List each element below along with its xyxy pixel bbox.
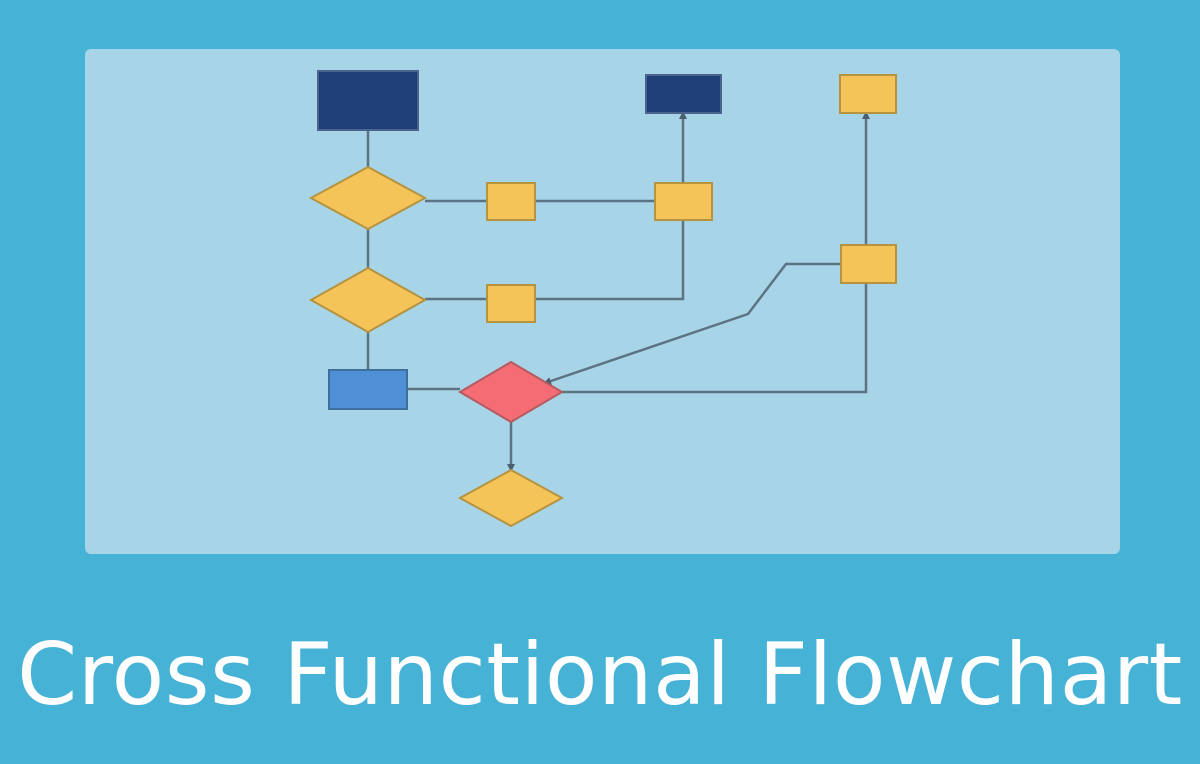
page-title: Cross Functional Flowchart [17,625,1183,725]
diagram-panel [85,49,1120,554]
bottom-decision-diamond [457,468,565,528]
process-box-a [486,182,536,221]
start-block-dark-blue [317,70,419,131]
top-right-block-dark-blue [645,74,722,114]
decision-diamond-1 [308,165,428,231]
process-box-c [486,284,536,323]
top-yellow-block [839,74,897,114]
connector-box-c-to-box-b [535,220,685,301]
decision-diamond-2 [308,266,428,334]
process-block-blue [328,369,408,410]
process-box-b [654,182,713,221]
red-decision-diamond [458,360,564,424]
connector-red-decision-to-right-box [562,283,868,394]
connector-right-box-to-red-decision [543,262,841,385]
right-process-box [840,244,897,284]
